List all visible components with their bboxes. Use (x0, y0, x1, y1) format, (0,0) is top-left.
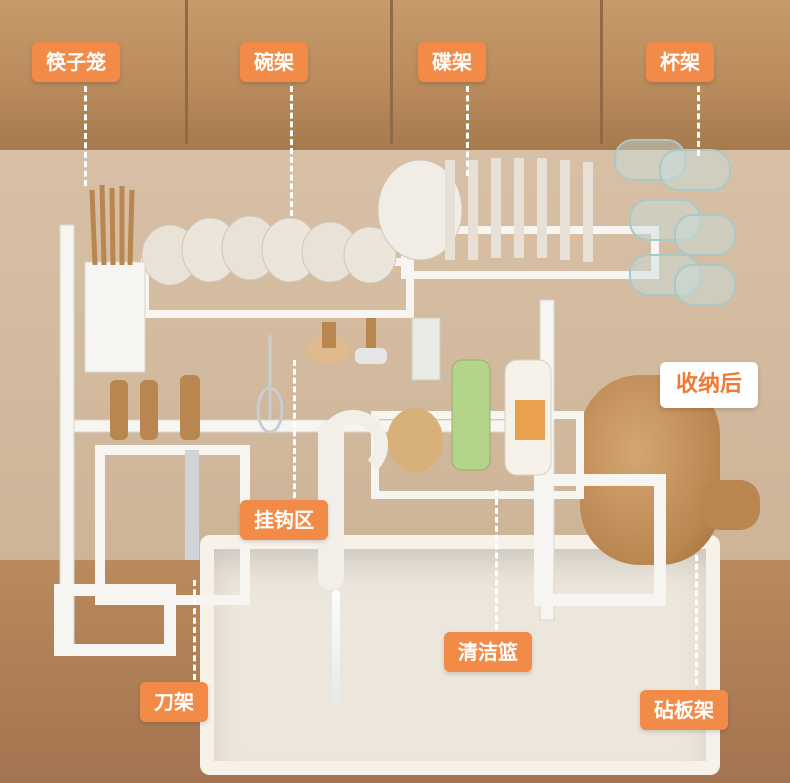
knife-holder (95, 445, 250, 605)
leader-cup-rack (697, 86, 700, 156)
cutting-board-handle (700, 480, 760, 530)
label-storage-after: 收纳后 (660, 362, 759, 408)
hanging-utensils (256, 318, 387, 434)
leader-hook-area (293, 360, 296, 498)
label-chopstick-holder: 筷子笼 (32, 42, 120, 82)
rack-foot-left (54, 584, 176, 656)
cabinet-seam (185, 0, 188, 144)
leader-chopstick-holder (84, 86, 87, 186)
water-stream (332, 590, 340, 710)
cleaning-bottles (387, 359, 552, 476)
faucet-arc (318, 410, 388, 480)
rack-foot-right (534, 474, 666, 606)
label-plate-rack: 碟架 (418, 42, 486, 82)
label-cutting-board-rack: 砧板架 (640, 690, 728, 730)
bowls (141, 215, 397, 286)
label-hook-area: 挂钩区 (240, 500, 328, 540)
leader-cleaning-basket (495, 490, 498, 630)
glass-cups (614, 139, 736, 306)
leader-bowl-rack (290, 86, 293, 216)
cabinet-seam (390, 0, 393, 144)
chopsticks (89, 184, 135, 266)
cabinet-seam (600, 0, 603, 144)
knives (110, 375, 200, 560)
leader-cutting-board-rack (695, 555, 698, 685)
rack-left-upright (59, 224, 75, 646)
label-cup-rack: 杯架 (646, 42, 714, 82)
chopstick-cup (84, 261, 146, 373)
leader-plate-rack (466, 86, 469, 176)
leader-knife-rack (193, 580, 196, 680)
plates (377, 158, 593, 262)
towel (411, 317, 441, 381)
label-bowl-rack: 碗架 (240, 42, 308, 82)
label-knife-rack: 刀架 (140, 682, 208, 722)
label-cleaning-basket: 清洁篮 (444, 632, 532, 672)
